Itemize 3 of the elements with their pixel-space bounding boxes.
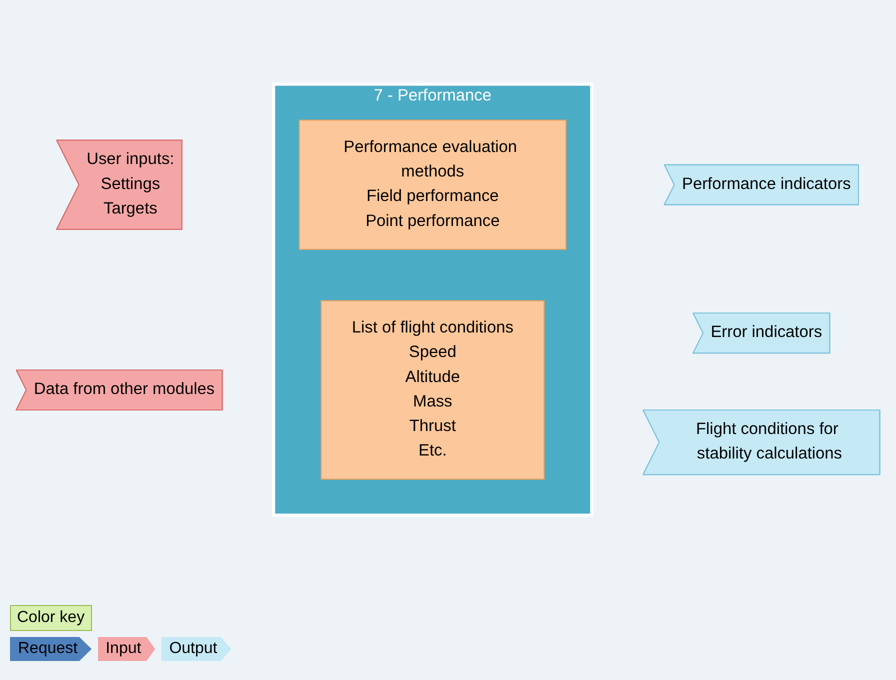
color-key-title: Color key [10,605,92,631]
node-box: Performance evaluation methods Field performance Point performance [298,120,567,250]
node-box: List of flight conditions Speed Altitude Mass Thrust Etc. [320,300,545,480]
